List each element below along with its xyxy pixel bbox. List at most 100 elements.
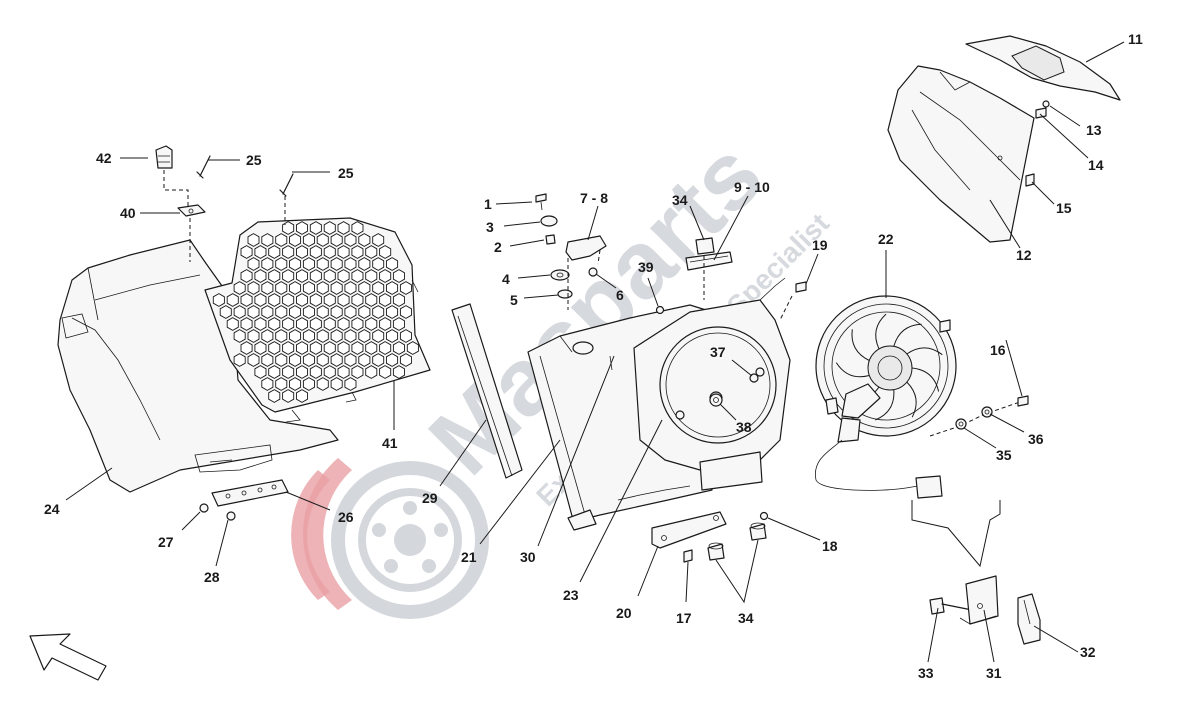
honeycomb-cell bbox=[379, 293, 392, 307]
callout-23: 23 bbox=[563, 587, 579, 603]
honeycomb-cell bbox=[316, 233, 329, 247]
fan-blade bbox=[851, 329, 870, 361]
part-39-nut bbox=[655, 305, 665, 315]
callout-41: 41 bbox=[382, 435, 398, 451]
leader-lines bbox=[65, 41, 1125, 663]
honeycomb-cell bbox=[247, 257, 260, 271]
callout-37: 37 bbox=[710, 344, 726, 360]
part-34-rubber-mount-a bbox=[707, 542, 725, 561]
honeycomb-cell bbox=[399, 353, 412, 367]
honeycomb-cell bbox=[268, 365, 281, 379]
honeycomb-cell bbox=[323, 317, 336, 331]
part-27-nut bbox=[199, 503, 209, 513]
honeycomb-cell bbox=[379, 317, 392, 331]
fan-blade bbox=[906, 381, 917, 418]
honeycomb-cell bbox=[344, 257, 357, 271]
honeycomb-cell bbox=[358, 305, 371, 319]
honeycomb-cell bbox=[365, 365, 378, 379]
detail-pointer bbox=[911, 500, 1001, 568]
honeycomb-cell bbox=[399, 329, 412, 343]
honeycomb-cell bbox=[351, 317, 364, 331]
part-7-8-bracket bbox=[565, 235, 607, 261]
honeycomb-cell bbox=[302, 377, 315, 391]
honeycomb-cell bbox=[323, 245, 336, 259]
honeycomb-cell bbox=[296, 293, 308, 307]
part-24-lower-air-duct bbox=[57, 239, 339, 493]
honeycomb-cell bbox=[323, 365, 336, 379]
honeycomb-cell bbox=[351, 269, 364, 283]
callout-29: 29 bbox=[422, 490, 438, 506]
honeycomb-cell bbox=[240, 245, 253, 259]
callout-27: 27 bbox=[158, 534, 174, 550]
honeycomb-cell bbox=[344, 353, 357, 367]
part-41-honeycomb-grille bbox=[204, 217, 431, 423]
callout-14: 14 bbox=[1088, 157, 1104, 173]
honeycomb-cell bbox=[316, 305, 329, 319]
watermark-wheel-logo bbox=[291, 458, 489, 619]
honeycomb-cell bbox=[379, 365, 392, 379]
honeycomb-cell bbox=[323, 293, 336, 307]
part-38-grommet bbox=[709, 393, 723, 407]
honeycomb-cell bbox=[330, 257, 343, 271]
honeycomb-cell bbox=[261, 233, 274, 247]
honeycomb-cell bbox=[337, 293, 350, 307]
honeycomb-cell bbox=[268, 245, 281, 259]
honeycomb-cell bbox=[358, 329, 371, 343]
honeycomb-cell bbox=[372, 257, 385, 271]
dashed-assembly-line-19 bbox=[779, 295, 793, 321]
honeycomb-cell bbox=[247, 353, 260, 367]
honeycomb-cell bbox=[392, 293, 405, 307]
honeycomb-cell bbox=[289, 305, 302, 319]
direction-arrow-icon bbox=[29, 633, 107, 681]
part-18-screw bbox=[759, 511, 769, 521]
honeycomb-cell bbox=[309, 317, 322, 331]
callout-3: 3 bbox=[486, 219, 494, 235]
honeycomb-cell bbox=[302, 281, 315, 295]
callout-31: 31 bbox=[986, 665, 1002, 681]
honeycomb-cell bbox=[282, 341, 295, 355]
honeycomb-cell bbox=[344, 281, 357, 295]
honeycomb-cell bbox=[351, 365, 364, 379]
callout-28: 28 bbox=[204, 569, 220, 585]
honeycomb-cell bbox=[365, 317, 378, 331]
honeycomb-cell bbox=[392, 317, 405, 331]
honeycomb-cell bbox=[309, 221, 322, 235]
part-29-seal-strip bbox=[451, 303, 523, 479]
honeycomb-cell bbox=[302, 305, 315, 319]
part-4-washer bbox=[550, 269, 570, 281]
honeycomb-cell bbox=[240, 269, 253, 283]
part-42-clip bbox=[155, 145, 173, 169]
callout-15: 15 bbox=[1056, 200, 1072, 216]
dashed-assembly-line-42-40 bbox=[163, 170, 189, 206]
callout-35: 35 bbox=[996, 447, 1012, 463]
honeycomb-cell bbox=[386, 353, 399, 367]
honeycomb-cell bbox=[309, 365, 322, 379]
honeycomb-cell bbox=[240, 317, 253, 331]
honeycomb-cell bbox=[282, 221, 295, 235]
part-17-bolt bbox=[683, 549, 693, 563]
callout-labels: 42 25 25 40 24 41 26 27 28 29 21 30 23 1… bbox=[44, 31, 1143, 681]
callout-6: 6 bbox=[616, 287, 624, 303]
honeycomb-cell bbox=[351, 293, 364, 307]
honeycomb-cell bbox=[372, 329, 385, 343]
honeycomb-cell bbox=[275, 233, 288, 247]
honeycomb-cell bbox=[296, 269, 308, 283]
callout-5: 5 bbox=[510, 292, 518, 308]
honeycomb-cell bbox=[261, 305, 274, 319]
callout-36: 36 bbox=[1028, 431, 1044, 447]
callout-7-8: 7 - 8 bbox=[580, 190, 608, 206]
honeycomb-cell bbox=[254, 341, 267, 355]
honeycomb-cell bbox=[330, 353, 343, 367]
honeycomb-cell bbox=[289, 233, 302, 247]
callout-25-b: 25 bbox=[338, 165, 354, 181]
fan-blades bbox=[835, 313, 943, 421]
part-20-bracket bbox=[651, 511, 727, 549]
honeycomb-cell bbox=[351, 245, 364, 259]
honeycomb-cell bbox=[254, 269, 267, 283]
honeycomb-cell bbox=[386, 329, 399, 343]
honeycomb-cell bbox=[337, 341, 350, 355]
callout-38: 38 bbox=[736, 419, 752, 435]
fan-blade bbox=[906, 347, 943, 356]
part-11-top-cover bbox=[965, 35, 1121, 101]
honeycomb-cell bbox=[323, 341, 336, 355]
